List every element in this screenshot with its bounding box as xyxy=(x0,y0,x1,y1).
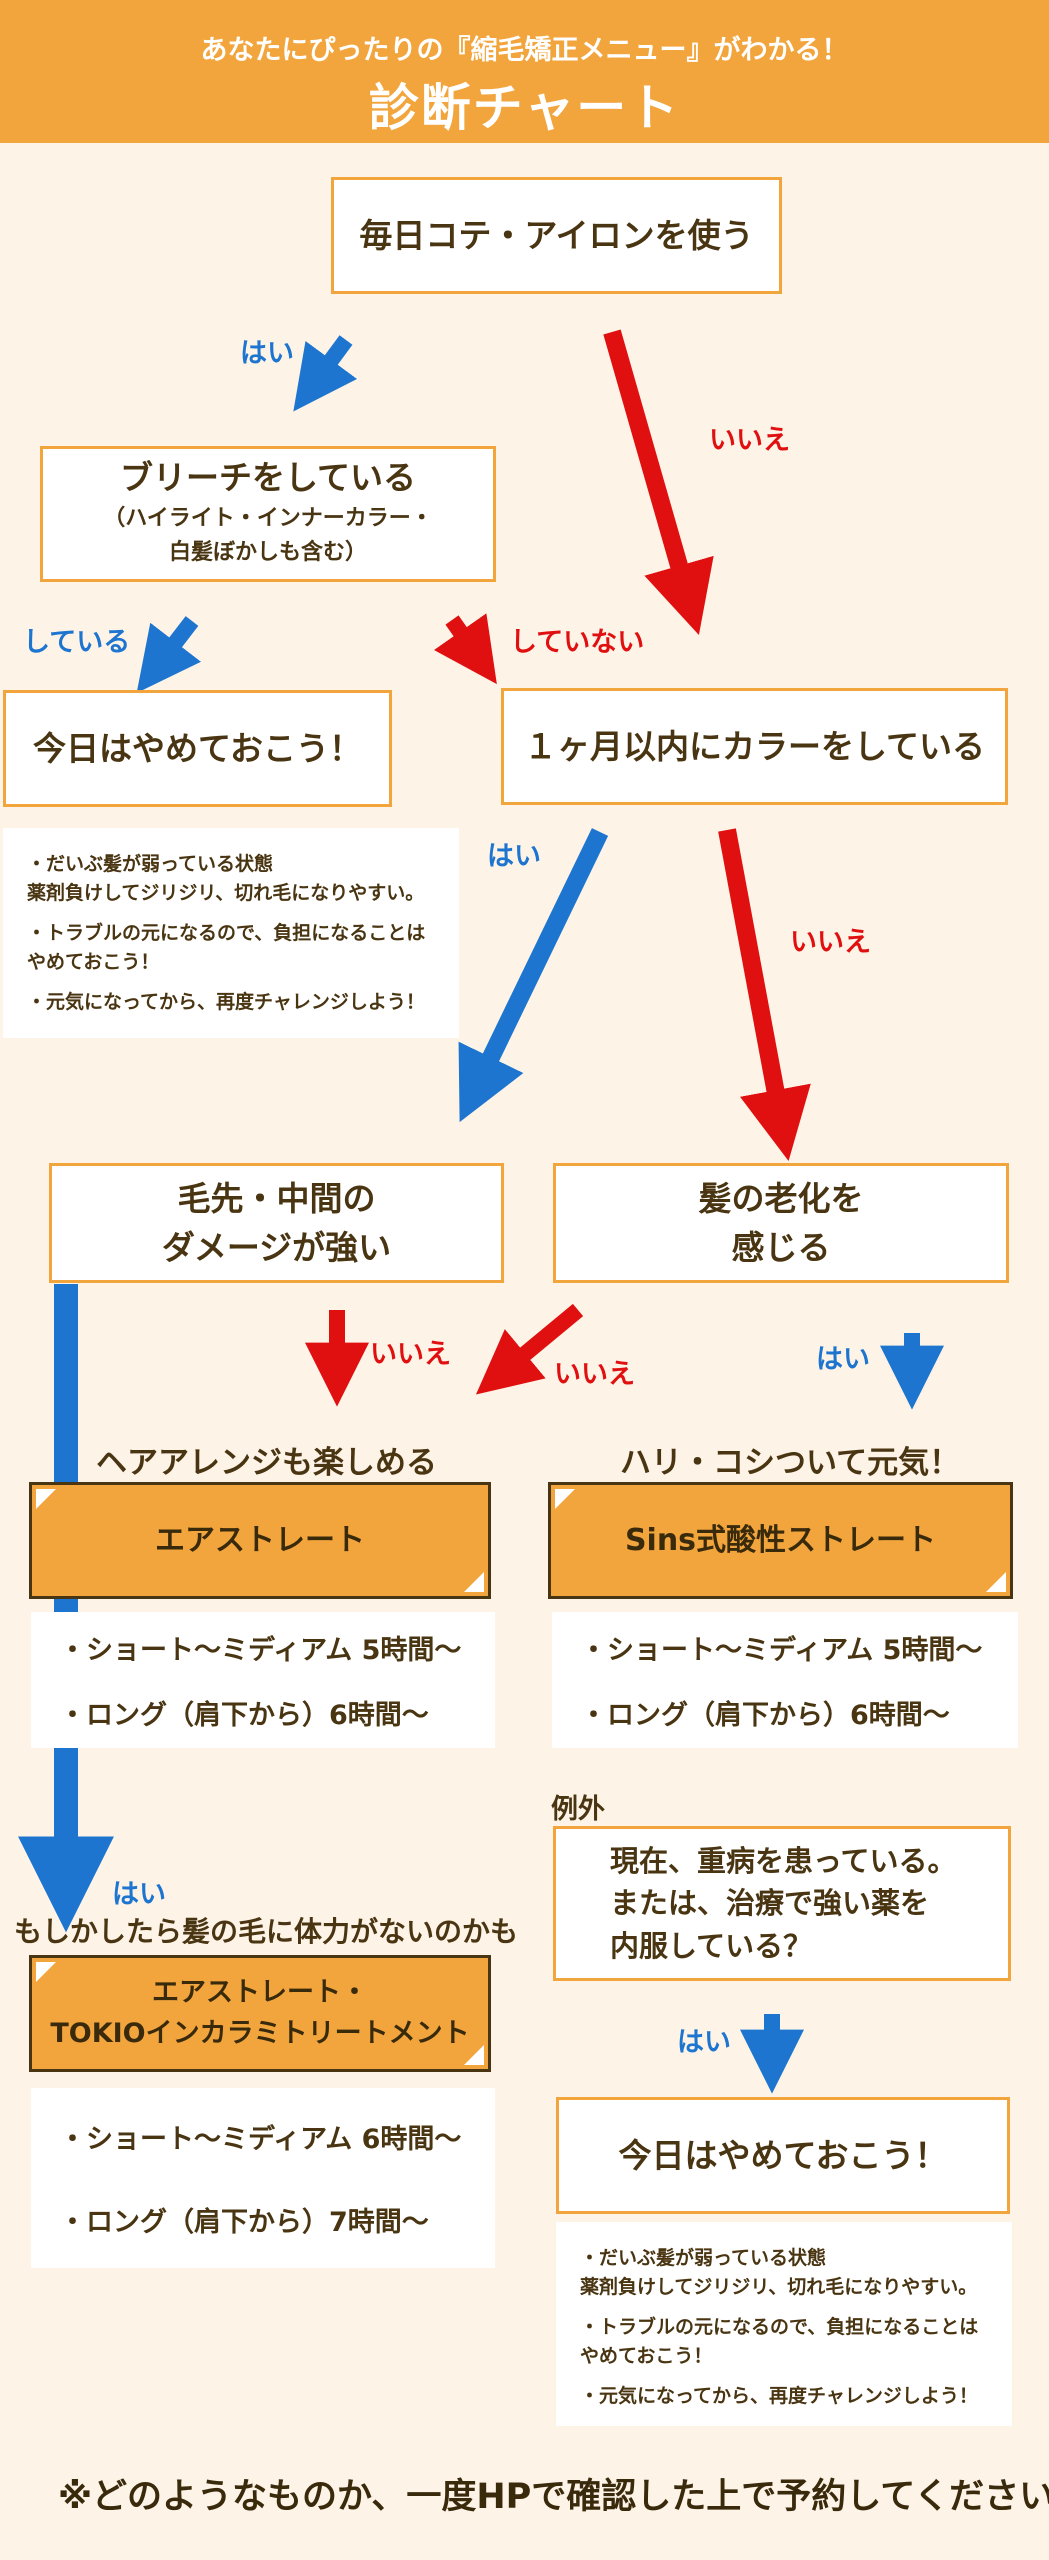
question-color-month: １ヶ月以内にカラーをしている xyxy=(501,688,1008,805)
stop-note-1b: 薬剤負けしてジリジリ、切れ毛になりやすい。 xyxy=(580,2276,978,2299)
page-title: 診断チャート xyxy=(368,79,681,137)
label-q3-yes: はい xyxy=(487,841,541,872)
arrow-q3-no xyxy=(718,828,811,1162)
question-color-month-text: １ヶ月以内にカラーをしている xyxy=(523,726,985,766)
header-banner: あなたにぴったりの『縮毛矯正メニュー』がわかる！ 診断チャート xyxy=(0,0,1049,143)
stop-note-2a: ・トラブルの元になるので、負担になることは xyxy=(580,2315,979,2338)
stop-note-2b: やめておこう！ xyxy=(580,2345,713,2368)
times-tokio: ・ショート〜ミディアム 6時間〜 ・ロング（肩下から）7時間〜 xyxy=(31,2088,495,2268)
time-long: ・ロング（肩下から）6時間〜 xyxy=(580,1700,950,1731)
menu-tokio: エアストレート・ TOKIOインカラミトリートメント xyxy=(29,1955,491,2072)
corner-decoration xyxy=(36,1489,56,1509)
stop-notes-exception: ・だいぶ髪が弱っている状態薬剤負けしてジリジリ、切れ毛になりやすい。 ・トラブル… xyxy=(556,2222,1012,2426)
corner-decoration xyxy=(555,1489,575,1509)
stop-notes: ・だいぶ髪が弱っている状態薬剤負けしてジリジリ、切れ毛になりやすい。 ・トラブル… xyxy=(3,828,459,1038)
label-q4-yes: はい xyxy=(112,1879,166,1910)
result-stop-today-exception: 今日はやめておこう！ xyxy=(556,2097,1010,2214)
arrow-q3-yes xyxy=(458,828,609,1123)
question-exception-text-3: 内服している？ xyxy=(610,1928,813,1963)
category-tokio: もしかしたら髪の毛に体力がないのかも xyxy=(14,1915,519,1948)
result-stop-today: 今日はやめておこう！ xyxy=(3,690,392,807)
times-sins-straight: ・ショート〜ミディアム 5時間〜 ・ロング（肩下から）6時間〜 xyxy=(552,1612,1018,1748)
question-exception-text-1: 現在、重病を患っている。 xyxy=(610,1844,957,1879)
arrow-q5-no xyxy=(475,1303,584,1395)
menu-sins-straight-label: Sins式酸性ストレート xyxy=(624,1523,937,1558)
arrow-q1-yes xyxy=(293,335,358,412)
question-daily-iron-text: 毎日コテ・アイロンを使う xyxy=(359,215,754,255)
header-subtitle: あなたにぴったりの『縮毛矯正メニュー』がわかる！ xyxy=(200,35,849,66)
label-q4-no: いいえ xyxy=(370,1339,451,1370)
label-exception: 例外 xyxy=(551,1794,605,1825)
category-sins-straight: ハリ・コシついて元気！ xyxy=(620,1445,961,1481)
stop-note-3: ・元気になってから、再度チャレンジしよう！ xyxy=(27,990,425,1013)
menu-tokio-label-2: TOKIOインカラミトリートメント xyxy=(50,2017,470,2049)
question-bleach-text: ブリーチをしている xyxy=(119,458,416,498)
category-air-straight: ヘアアレンジも楽しめる xyxy=(96,1445,437,1481)
footer-note: ※どのようなものか、一度HPで確認した上で予約してください。 xyxy=(58,2477,1049,2517)
menu-air-straight-label: エアストレート xyxy=(155,1523,365,1558)
question-bleach-note-1: （ハイライト・インナーカラー・ xyxy=(103,506,433,532)
question-daily-iron: 毎日コテ・アイロンを使う xyxy=(331,177,782,294)
label-q2-yes: している xyxy=(23,627,131,658)
arrow-q1-no xyxy=(603,329,714,635)
label-q5-yes: はい xyxy=(816,1344,870,1375)
question-tip-damage: 毛先・中間の ダメージが強い xyxy=(49,1163,504,1283)
stop-note-1b: 薬剤負けしてジリジリ、切れ毛になりやすい。 xyxy=(27,882,425,905)
label-q2-no: していない xyxy=(510,627,645,658)
stop-note-1a: ・だいぶ髪が弱っている状態 xyxy=(27,853,274,875)
question-exception: 現在、重病を患っている。 または、治療で強い薬を 内服している？ xyxy=(553,1826,1011,1981)
corner-decoration xyxy=(36,1962,56,1982)
stop-note-3: ・元気になってから、再度チャレンジしよう！ xyxy=(580,2384,978,2407)
question-hair-aging-text-2: 感じる xyxy=(731,1228,831,1267)
corner-decoration xyxy=(986,1572,1006,1592)
time-long: ・ロング（肩下から）7時間〜 xyxy=(59,2207,429,2238)
menu-tokio-label-1: エアストレート・ xyxy=(152,1977,368,2008)
label-q1-no: いいえ xyxy=(709,425,790,456)
arrow-q2-no xyxy=(433,613,497,685)
result-stop-today-exception-text: 今日はやめておこう！ xyxy=(618,2135,948,2175)
label-q1-yes: はい xyxy=(240,338,294,369)
time-short: ・ショート〜ミディアム 5時間〜 xyxy=(580,1635,983,1666)
corner-decoration xyxy=(464,1572,484,1592)
menu-air-straight: エアストレート xyxy=(29,1482,491,1599)
time-short: ・ショート〜ミディアム 5時間〜 xyxy=(59,1635,462,1666)
corner-decoration xyxy=(464,2045,484,2065)
question-tip-damage-text-2: ダメージが強い xyxy=(161,1228,392,1267)
question-hair-aging: 髪の老化を 感じる xyxy=(553,1163,1009,1283)
result-stop-today-text: 今日はやめておこう！ xyxy=(32,728,362,768)
question-exception-text-2: または、治療で強い薬を xyxy=(610,1886,930,1921)
time-long: ・ロング（肩下から）6時間〜 xyxy=(59,1700,429,1731)
question-hair-aging-text-1: 髪の老化を xyxy=(698,1178,864,1218)
label-exception-yes: はい xyxy=(677,2027,731,2058)
question-bleach: ブリーチをしている （ハイライト・インナーカラー・ 白髪ぼかしも含む） xyxy=(40,446,496,582)
arrow-q2-yes xyxy=(136,616,202,693)
time-short: ・ショート〜ミディアム 6時間〜 xyxy=(59,2124,462,2155)
question-bleach-note-2: 白髪ぼかしも含む） xyxy=(168,540,367,566)
times-air-straight: ・ショート〜ミディアム 5時間〜 ・ロング（肩下から）6時間〜 xyxy=(31,1612,495,1748)
question-tip-damage-text-1: 毛先・中間の xyxy=(177,1178,376,1218)
label-q3-no: いいえ xyxy=(790,927,871,958)
stop-note-2a: ・トラブルの元になるので、負担になることは xyxy=(27,921,426,944)
menu-sins-straight: Sins式酸性ストレート xyxy=(548,1482,1013,1599)
label-q5-no: いいえ xyxy=(554,1359,635,1390)
stop-note-1a: ・だいぶ髪が弱っている状態 xyxy=(580,2247,827,2269)
stop-note-2b: やめておこう！ xyxy=(27,951,160,974)
